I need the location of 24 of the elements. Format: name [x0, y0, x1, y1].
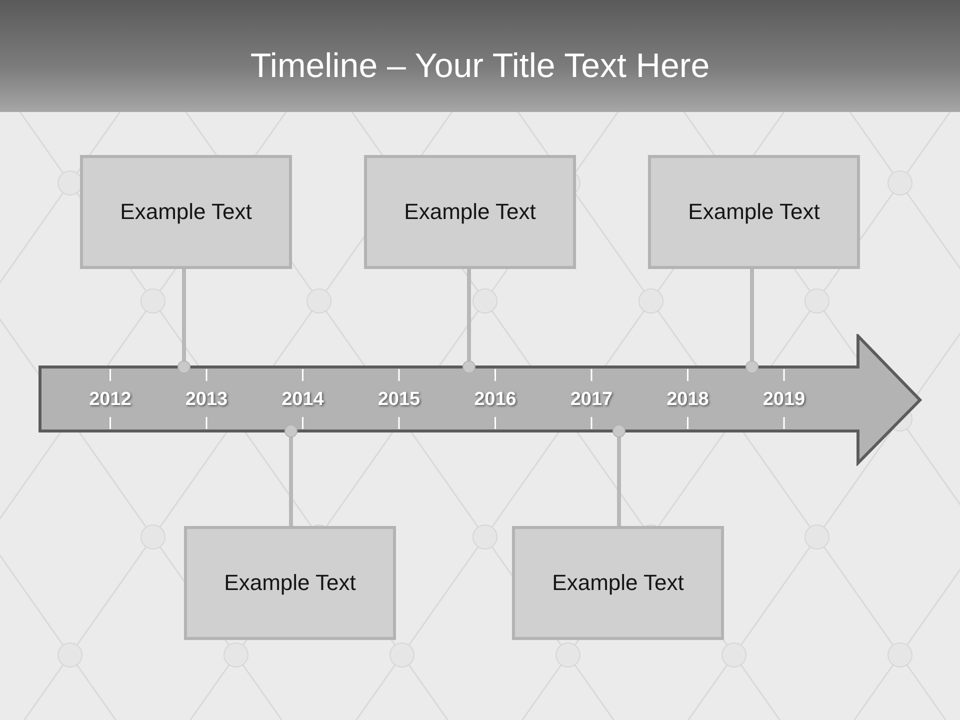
year-label: 2016 — [474, 389, 516, 411]
event-text: Example Text — [552, 570, 684, 596]
year-label: 2012 — [89, 389, 132, 411]
event-text: Example Text — [120, 199, 252, 225]
slide-title: Timeline – Your Title Text Here — [250, 46, 710, 86]
event-box — [648, 155, 860, 269]
event-box — [512, 526, 724, 640]
leader-line — [612, 424, 626, 526]
event-text: Example Text — [224, 570, 356, 596]
leader-line — [462, 269, 476, 374]
year-label: 2018 — [666, 389, 709, 411]
year-label: 2019 — [762, 389, 806, 411]
year-label: 2015 — [378, 389, 420, 411]
event-box — [364, 155, 576, 269]
leader-line — [178, 269, 190, 374]
year-label: 2013 — [185, 389, 228, 411]
event-box — [80, 155, 292, 269]
year-label: 2014 — [282, 389, 324, 411]
leader-line — [746, 269, 758, 374]
event-box — [184, 526, 396, 640]
year-label: 2017 — [570, 389, 613, 411]
leader-line — [284, 424, 298, 526]
event-text: Example Text — [404, 199, 536, 225]
event-text: Example Text — [688, 199, 820, 225]
